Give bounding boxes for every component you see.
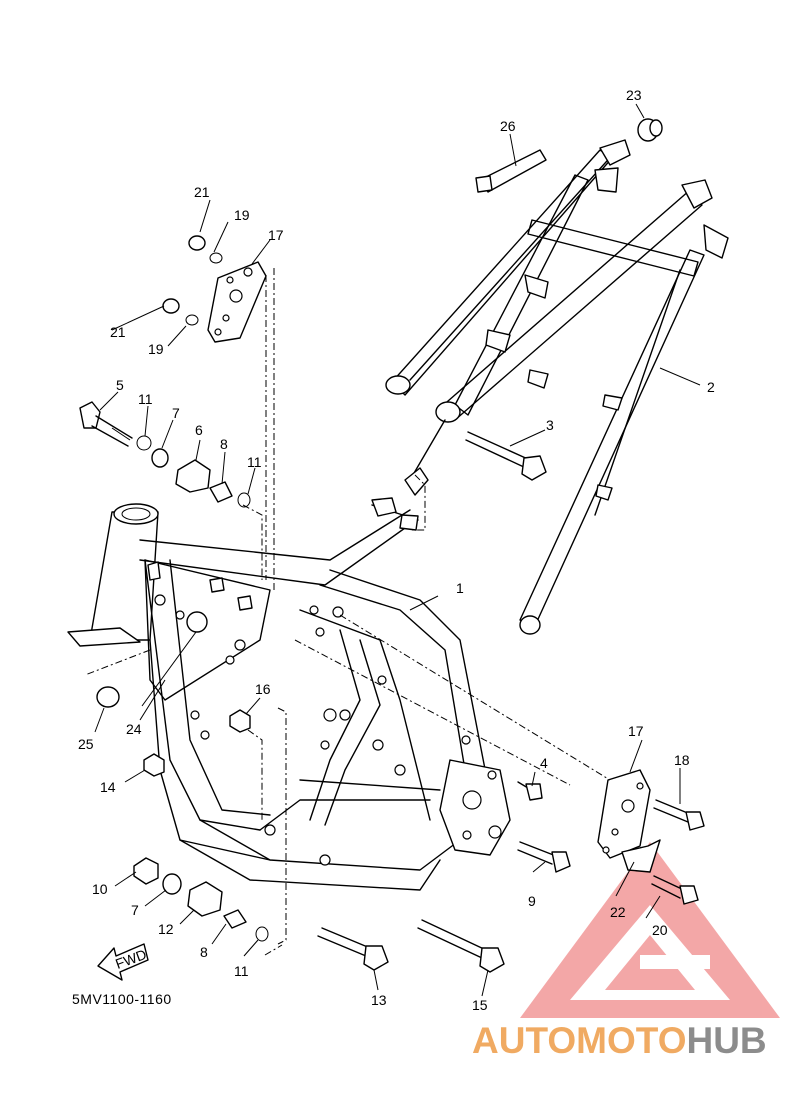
nut-14 bbox=[143, 753, 165, 777]
bolt-13 bbox=[317, 927, 389, 971]
bolt-15 bbox=[417, 919, 505, 973]
callout-5: 5 bbox=[116, 377, 124, 393]
callout-11-upper-right: 11 bbox=[247, 454, 262, 470]
leader-lines bbox=[94, 103, 701, 997]
callout-8-lower: 8 bbox=[200, 944, 208, 960]
watermark-auto: AUTO bbox=[472, 1020, 577, 1061]
callout-19-upper: 19 bbox=[234, 207, 250, 223]
callout-24: 24 bbox=[126, 721, 142, 737]
main-frame bbox=[67, 497, 511, 891]
callout-1: 1 bbox=[456, 580, 464, 596]
callout-2: 2 bbox=[707, 379, 715, 395]
callout-7-lower: 7 bbox=[131, 902, 139, 918]
callout-4: 4 bbox=[540, 755, 548, 771]
bolt-5-assembly bbox=[79, 401, 251, 508]
watermark-moto: MOTO bbox=[576, 1020, 687, 1061]
callout-9: 9 bbox=[528, 893, 536, 909]
nut-16 bbox=[229, 709, 251, 733]
bolt-9 bbox=[517, 841, 571, 873]
bracket-22 bbox=[621, 839, 661, 873]
cap-25 bbox=[96, 686, 120, 708]
callout-17-upper: 17 bbox=[268, 227, 284, 243]
callout-20: 20 bbox=[652, 922, 668, 938]
callout-11-lower: 11 bbox=[234, 963, 249, 979]
bolt-20 bbox=[651, 875, 699, 905]
callout-labels: 1 2 3 4 5 6 7 7 8 8 9 10 11 11 11 12 13 … bbox=[78, 87, 715, 1013]
lower-spacer-assembly bbox=[133, 857, 269, 942]
callout-7-upper: 7 bbox=[172, 405, 180, 421]
engine-bracket-lower bbox=[597, 769, 651, 859]
callout-6: 6 bbox=[195, 422, 203, 438]
callout-3: 3 bbox=[546, 417, 554, 433]
bolt-18 bbox=[653, 799, 705, 831]
fwd-arrow: FWD bbox=[97, 943, 149, 981]
callout-21-upper: 21 bbox=[194, 184, 210, 200]
callout-26: 26 bbox=[500, 118, 516, 134]
watermark-hub: HUB bbox=[686, 1020, 767, 1061]
bracket-26 bbox=[475, 149, 547, 193]
callout-16: 16 bbox=[255, 681, 271, 697]
watermark-logo bbox=[520, 842, 780, 1018]
bolt-3 bbox=[465, 431, 547, 481]
watermark-text: AUTOMOTOHUB bbox=[472, 1020, 767, 1062]
diagram-code: 5MV1100-1160 bbox=[72, 991, 172, 1007]
callout-11-upper-left: 11 bbox=[138, 391, 153, 407]
assembly-lines bbox=[84, 268, 611, 956]
callout-13: 13 bbox=[371, 992, 387, 1008]
callout-21-lower: 21 bbox=[110, 324, 126, 340]
callout-18: 18 bbox=[674, 752, 690, 768]
callout-17-lower: 17 bbox=[628, 723, 644, 739]
callout-15: 15 bbox=[472, 997, 488, 1013]
callout-12: 12 bbox=[158, 921, 174, 937]
bolt-4 bbox=[517, 781, 543, 801]
engine-bracket-upper bbox=[162, 235, 267, 343]
callout-25: 25 bbox=[78, 736, 94, 752]
rear-subframe bbox=[385, 139, 729, 635]
callout-14: 14 bbox=[100, 779, 116, 795]
callout-23: 23 bbox=[626, 87, 642, 103]
callout-22: 22 bbox=[610, 904, 626, 920]
callout-19-lower: 19 bbox=[148, 341, 164, 357]
callout-8-upper: 8 bbox=[220, 436, 228, 452]
cap-23 bbox=[637, 118, 663, 142]
callout-10: 10 bbox=[92, 881, 108, 897]
